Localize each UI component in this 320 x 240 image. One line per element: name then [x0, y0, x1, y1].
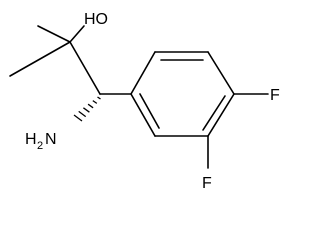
fluorine-para-label: F: [270, 87, 280, 104]
amine-n-label: N: [45, 131, 57, 148]
amine-h-label: H: [25, 131, 37, 148]
bond-c-oh: [69, 25, 85, 43]
bond-c-stereocenter: [69, 41, 101, 95]
amine-subscript-label: 2: [37, 140, 43, 152]
benzene-ring: [130, 51, 235, 137]
bond-methyl-lower: [9, 41, 71, 77]
hydroxyl-label: HO: [84, 11, 108, 28]
hashed-wedge-bond: [73, 96, 101, 122]
fluorine-meta-label: F: [202, 175, 212, 192]
molecule-structure: HO H 2 N F F: [9, 11, 280, 192]
bond-methyl-upper: [37, 25, 71, 43]
